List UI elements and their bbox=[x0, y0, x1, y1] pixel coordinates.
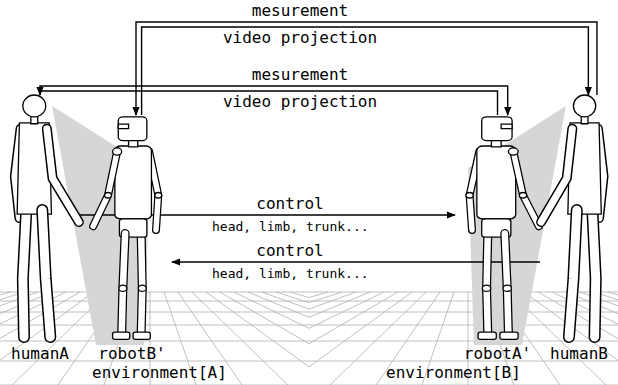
human-drawing bbox=[540, 95, 618, 343]
figure-body bbox=[541, 95, 603, 337]
grid-line bbox=[538, 292, 618, 385]
foot bbox=[478, 332, 496, 339]
figure-body bbox=[15, 95, 79, 337]
human-drawing bbox=[0, 95, 80, 343]
head bbox=[118, 117, 147, 141]
limb-fill bbox=[592, 210, 595, 337]
robot-figure: robotA' bbox=[455, 115, 540, 363]
grid-line bbox=[290, 292, 309, 385]
edge-label: control bbox=[253, 242, 326, 260]
foot bbox=[500, 332, 518, 339]
figure-label: robotA' bbox=[464, 345, 531, 363]
head bbox=[23, 95, 46, 117]
limb-outline bbox=[541, 129, 572, 222]
limb-outline bbox=[23, 210, 26, 337]
torso bbox=[477, 146, 516, 219]
limb-outline bbox=[505, 234, 509, 334]
figure-label: humanA bbox=[11, 345, 69, 363]
grid-line bbox=[262, 292, 309, 385]
limb-outline bbox=[592, 210, 595, 337]
grid-line bbox=[552, 292, 618, 385]
limb-fill bbox=[513, 151, 539, 226]
figure-label: robotB' bbox=[98, 345, 165, 363]
limb-fill bbox=[93, 151, 117, 226]
limb-outline bbox=[487, 234, 488, 334]
limb-fill bbox=[505, 234, 509, 334]
signal-arrow bbox=[142, 27, 589, 115]
joint bbox=[466, 193, 473, 198]
limb-fill bbox=[23, 210, 26, 337]
limb-outline bbox=[141, 234, 142, 334]
limb-fill bbox=[541, 129, 572, 222]
foot bbox=[113, 332, 130, 339]
edge-label: video projection bbox=[220, 29, 380, 47]
head bbox=[482, 117, 512, 141]
limb-fill bbox=[569, 210, 577, 337]
limb-fill bbox=[141, 234, 142, 334]
robot-drawing bbox=[92, 115, 172, 343]
edge-label: mesurement bbox=[249, 66, 351, 84]
limb-fill bbox=[122, 234, 125, 334]
signal-note: head, limb, trunk... bbox=[212, 266, 369, 281]
head bbox=[573, 95, 595, 117]
grid-line bbox=[234, 292, 309, 385]
figure-body bbox=[93, 117, 162, 340]
view-cone bbox=[468, 106, 566, 345]
limb-outline bbox=[513, 151, 539, 226]
joint bbox=[482, 285, 491, 291]
signal-arrow bbox=[40, 86, 508, 115]
grid-line bbox=[0, 292, 10, 385]
joint bbox=[155, 193, 162, 198]
grid-line bbox=[309, 292, 384, 385]
limb-fill bbox=[42, 210, 50, 337]
camera-eye bbox=[501, 124, 512, 129]
limb-outline bbox=[42, 210, 50, 337]
joint bbox=[138, 285, 146, 291]
figure-body bbox=[466, 117, 539, 340]
torso bbox=[115, 146, 152, 219]
robot-drawing bbox=[455, 115, 540, 343]
joint bbox=[113, 148, 122, 155]
signal-arrow bbox=[136, 22, 597, 115]
grid-line bbox=[608, 292, 618, 385]
joint bbox=[119, 285, 127, 291]
view-cone bbox=[52, 106, 150, 345]
edge-label: control bbox=[253, 195, 326, 213]
human-figure: humanB bbox=[540, 95, 618, 363]
joint bbox=[503, 285, 512, 291]
environment-label: environment[A] bbox=[92, 364, 227, 382]
limb-outline bbox=[569, 210, 577, 337]
figure-label: humanB bbox=[550, 345, 608, 363]
joint bbox=[519, 193, 526, 198]
joint bbox=[508, 148, 518, 155]
limb-outline bbox=[47, 129, 79, 222]
limb-outline bbox=[93, 151, 117, 226]
grid-line bbox=[276, 292, 309, 385]
camera-eye bbox=[118, 124, 128, 129]
grid-line bbox=[309, 292, 398, 385]
grid-line bbox=[309, 292, 356, 385]
signal-arrow bbox=[40, 91, 498, 115]
human-figure: humanA bbox=[0, 95, 80, 363]
environment-label: environment[B] bbox=[386, 364, 521, 382]
limb-fill bbox=[47, 129, 79, 222]
edge-label: video projection bbox=[220, 93, 380, 111]
edge-label: mesurement bbox=[249, 2, 351, 20]
robot-figure: robotB' bbox=[92, 115, 172, 363]
limb-outline bbox=[122, 234, 125, 334]
signal-note: head, limb, trunk... bbox=[212, 219, 369, 234]
joint bbox=[105, 193, 112, 198]
foot bbox=[133, 332, 150, 339]
limb-fill bbox=[487, 234, 488, 334]
grid-line bbox=[220, 292, 309, 385]
